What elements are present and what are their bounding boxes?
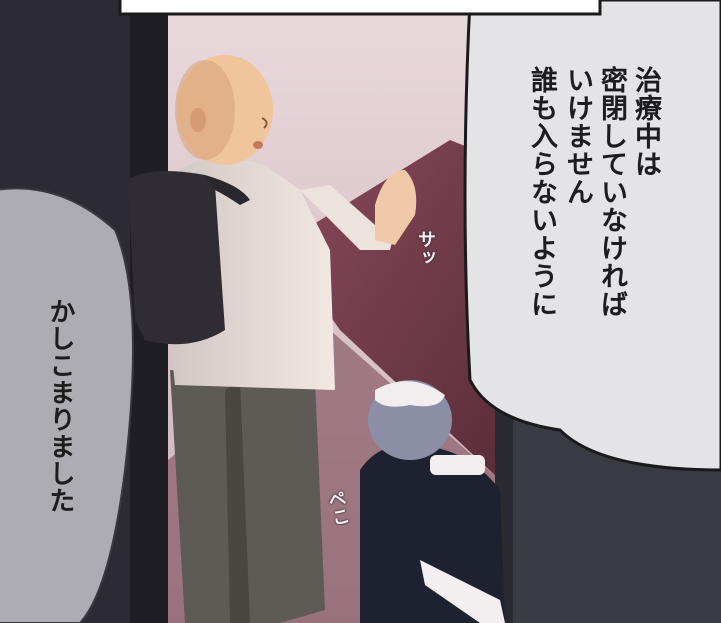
speech-right-line-4: 誰も入らないように: [526, 66, 557, 318]
speech-bubble-right: [463, 0, 721, 472]
maid-figure: [360, 380, 505, 623]
speech-right-line-3: いけません: [562, 66, 593, 206]
backpack: [128, 171, 225, 345]
speech-right-line-1: 治療中は: [630, 66, 661, 178]
speech-left-line-1: かしこまりました: [45, 298, 75, 514]
man-figure: [128, 55, 417, 623]
speech-right-line-2: 密閉していなければ: [596, 66, 627, 318]
caption-box-top: [118, 0, 602, 16]
speech-bubble-left: [0, 187, 134, 623]
sfx-gesture: サッ: [415, 230, 436, 266]
